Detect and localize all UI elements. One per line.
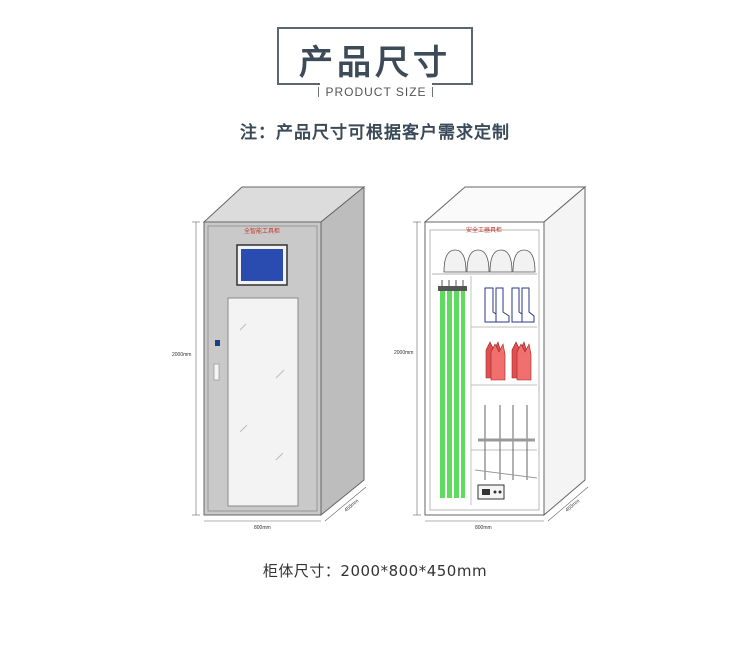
insulating-rods <box>438 280 467 498</box>
gloves-row <box>485 341 532 381</box>
right-cabinet-side <box>543 185 586 517</box>
lock-icon <box>215 340 220 346</box>
rod-clamp <box>438 286 467 291</box>
rod-icon <box>447 290 452 498</box>
door-handle <box>213 363 220 381</box>
boots-row <box>484 287 535 323</box>
title-tick-right <box>432 87 433 97</box>
left-cabinet: 全智能工具柜 2000mm 800mm 450mm <box>172 185 367 531</box>
glass-door-panel <box>227 297 299 507</box>
cabinet-size-caption: 柜体尺寸：2000*800*450mm <box>262 562 488 580</box>
boot-icon <box>495 287 510 323</box>
right-cabinet: 安全工器具柜 <box>394 185 589 531</box>
left-width-dim: 800mm <box>254 525 271 531</box>
left-cabinet-door-frame <box>207 225 318 512</box>
page-subtitle: PRODUCT SIZE <box>320 83 432 101</box>
helmet-icon <box>443 249 467 273</box>
rod-icon <box>440 290 445 498</box>
control-button <box>493 490 497 494</box>
glove-icon <box>490 343 506 381</box>
glass-reflection <box>275 369 285 379</box>
rod-icon <box>461 290 465 498</box>
right-cabinet-inner-frame <box>429 229 540 511</box>
left-cabinet-side <box>320 185 365 517</box>
right-depth-dim: 450mm <box>564 498 581 513</box>
title-box: 产品尺寸 <box>277 27 473 85</box>
glass-reflection <box>275 452 284 461</box>
customization-note: 注：产品尺寸可根据客户需求定制 <box>240 123 510 143</box>
left-depth-dim: 450mm <box>343 498 360 513</box>
left-cabinet-label: 全智能工具柜 <box>244 227 280 235</box>
depth-dim-line <box>324 486 367 522</box>
helmet-icon <box>489 249 513 273</box>
glass-reflection <box>239 424 248 433</box>
title-tick-left <box>318 87 319 97</box>
right-cabinet-label: 安全工器具柜 <box>466 226 502 234</box>
glove-icon <box>516 343 532 381</box>
rod-icon <box>454 290 459 498</box>
touch-screen <box>241 249 283 281</box>
page-title: 产品尺寸 <box>299 43 451 83</box>
control-display <box>482 489 490 495</box>
control-button <box>498 490 502 494</box>
glass-reflection <box>239 323 247 331</box>
right-height-dim: 2000mm <box>394 350 413 356</box>
boot-icon <box>521 287 535 323</box>
control-panel <box>477 484 505 500</box>
helmet-icon <box>512 249 536 273</box>
depth-dim-line <box>547 486 589 522</box>
helmet-icon <box>466 249 490 273</box>
right-width-dim: 800mm <box>475 525 492 531</box>
left-height-dim: 2000mm <box>172 352 191 358</box>
ground-wire-rack <box>474 405 538 480</box>
helmet-row <box>443 249 536 273</box>
